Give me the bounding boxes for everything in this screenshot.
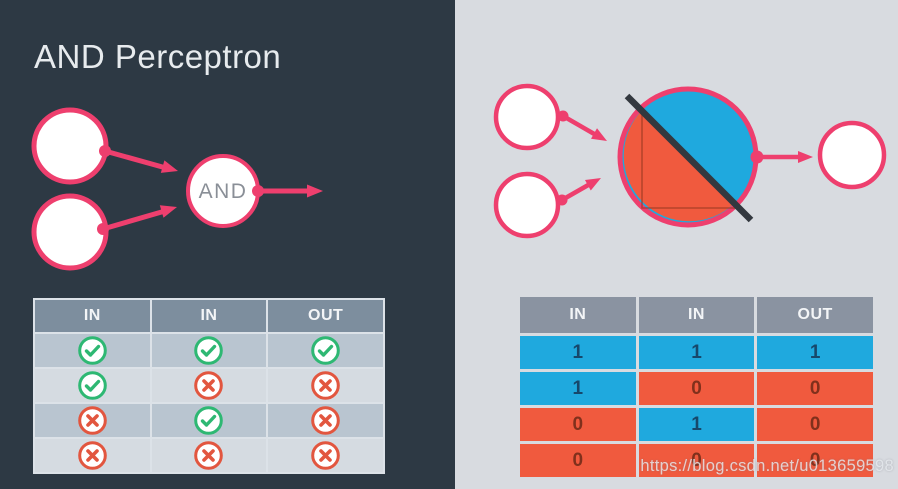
left-panel: AND Perceptron AND IN IN OUT [0,0,455,489]
cross-icon [194,441,224,470]
truth-cell: 0 [638,372,755,405]
negative-region [623,110,735,222]
truth-cell-check [35,369,150,402]
truth-cell: 0 [757,408,873,441]
check-icon [194,406,224,435]
output-node [817,120,887,190]
truth-cell: 1 [638,336,755,369]
truth-cell: 1 [520,336,636,369]
column-header: OUT [268,300,383,332]
page-title: AND Perceptron [34,38,282,75]
decision-boundary-diagram [493,83,887,239]
truth-cell: 1 [520,372,636,405]
truth-cell: 0 [757,372,873,405]
input-node-2 [31,193,109,271]
check-icon [194,336,224,365]
cross-icon [311,406,340,435]
perceptron-network-diagram: AND [31,107,323,271]
arrowhead-icon [160,160,178,173]
input1-arrow [561,114,598,137]
truth-cell-cross [268,404,383,437]
truth-cell-check [151,404,267,437]
and-node-label: AND [199,180,248,203]
truth-cell-check [268,334,383,367]
input1-arrow [104,148,167,171]
truth-cell-cross [268,439,383,472]
input2-arrow [102,208,166,232]
truth-cell-cross [151,439,267,472]
watermark: https://blog.csdn.net/u013659598 [640,457,894,475]
check-icon [78,371,107,400]
cross-icon [78,441,107,470]
column-header: IN [35,300,150,332]
truth-cell: 0 [520,408,636,441]
arrowhead-icon [591,128,607,141]
connector-dot [99,145,111,157]
input-node-1 [31,107,109,185]
truth-cell: 0 [638,444,755,477]
cross-icon [311,371,340,400]
check-icon [311,336,340,365]
column-header: IN [520,297,636,333]
truth-cell: 0 [520,444,636,477]
truth-cell-cross [151,369,267,402]
cross-icon [311,441,340,470]
arrowhead-icon [307,184,323,198]
input2-arrow [560,182,592,202]
truth-cell-cross [35,439,150,472]
input-node-1 [493,83,561,151]
truth-cell-check [35,334,150,367]
connector-dot [97,223,109,235]
truth-cell-check [151,334,267,367]
truth-table-symbols: IN IN OUT [33,298,385,474]
truth-cell-cross [35,404,150,437]
truth-cell: 1 [638,408,755,441]
arrowhead-icon [159,205,177,218]
truth-cell: 1 [757,336,873,369]
arrowhead-icon [584,178,601,191]
decision-boundary-line [624,93,754,223]
cross-icon [194,371,224,400]
truth-cell-cross [268,369,383,402]
column-header: OUT [757,297,873,333]
check-icon [78,336,107,365]
truth-cell: 0 [757,444,873,477]
column-header: IN [638,297,755,333]
cross-icon [78,406,107,435]
arrowhead-icon [798,151,813,163]
column-header: IN [151,300,267,332]
input-node-2 [493,171,561,239]
